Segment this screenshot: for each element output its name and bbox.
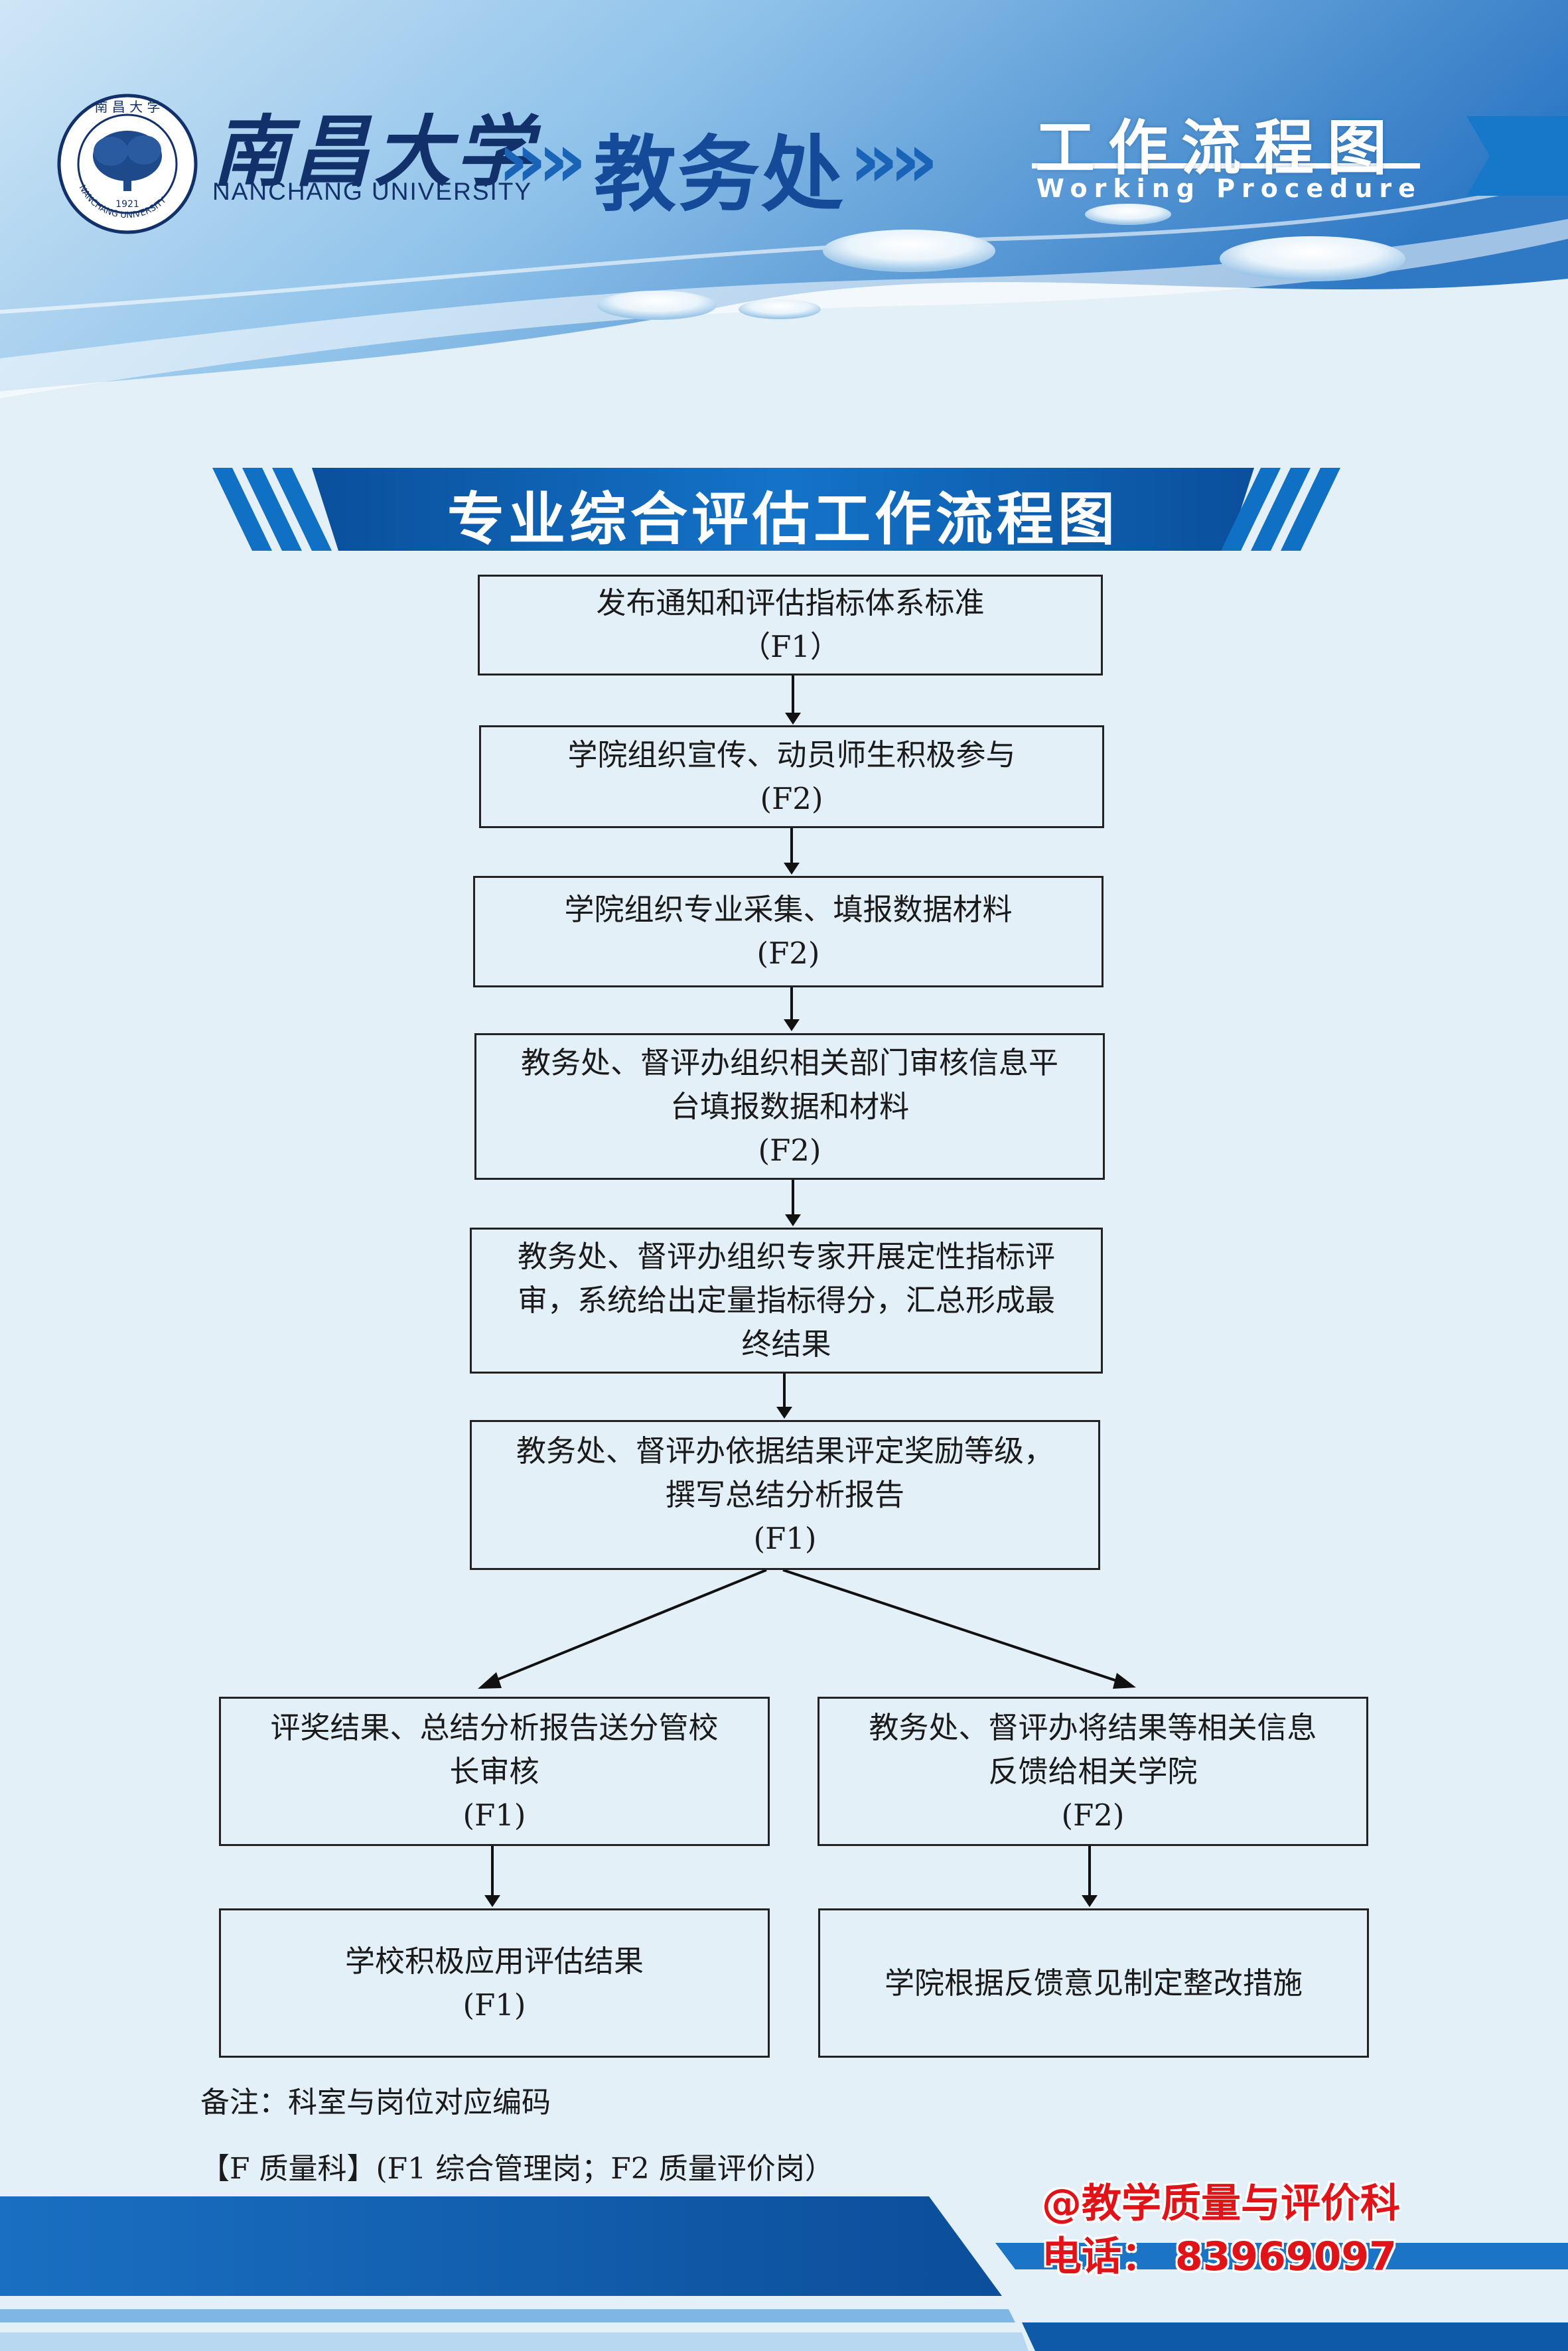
chevron-arrows-icon: »» (498, 116, 587, 205)
flowchart-title: 专业综合评估工作流程图 (447, 486, 1119, 553)
flow-node-submit-president: 评奖结果、总结分析报告送分管校 长审核 (F1) (219, 1697, 770, 1846)
node-code: (F1) (753, 1521, 817, 1556)
node-text: 学院组织专业采集、填报数据材料 (564, 892, 1013, 927)
flow-node-collect-data: 学院组织专业采集、填报数据材料 (F2) (473, 876, 1104, 987)
flow-node-expert-review: 教务处、督评办组织专家开展定性指标评 审，系统给出定量指标得分，汇总形成最 终结… (470, 1228, 1103, 1374)
flow-node-feedback-colleges: 教务处、督评办将结果等相关信息 反馈给相关学院 (F2) (818, 1697, 1368, 1846)
contact-office: @教学质量与评价科 (1042, 2180, 1400, 2227)
node-code: (F2) (1061, 1797, 1125, 1833)
node-code: （F1） (741, 629, 840, 664)
university-name-en: NANCHANG UNIVERSITY (212, 178, 533, 205)
university-seal-logo: 南 昌 大 学 NANCHANG UNIVERSITY 1921 (57, 94, 198, 234)
svg-text:南 昌 大 学: 南 昌 大 学 (94, 99, 160, 115)
page-subtitle-en: Working Procedure (1036, 174, 1422, 203)
node-text: 教务处、督评办依据结果评定奖励等级， 撰写总结分析报告 (516, 1433, 1054, 1512)
flow-node-publish-notice: 发布通知和评估指标体系标准 （F1） (478, 575, 1103, 676)
node-code: (F1) (463, 1797, 526, 1833)
note-line-2: 【F 质量科】(F1 综合管理岗；F2 质量评价岗） (200, 2152, 834, 2186)
node-text: 学院组织宣传、动员师生积极参与 (567, 737, 1016, 772)
node-text: 发布通知和评估指标体系标准 (596, 585, 985, 620)
chevron-arrows-icon: »» (849, 116, 939, 205)
node-text: 学校积极应用评估结果 (344, 1943, 644, 1979)
node-code: (F1) (463, 1987, 526, 2023)
svg-text:1921: 1921 (115, 199, 139, 210)
flow-node-rectification: 学院根据反馈意见制定整改措施 (818, 1908, 1369, 2058)
flow-node-apply-results: 学校积极应用评估结果 (F1) (219, 1908, 770, 2058)
flow-node-review-data: 教务处、督评办组织相关部门审核信息平 台填报数据和材料 (F2) (474, 1033, 1105, 1180)
flow-node-award-report: 教务处、督评办依据结果评定奖励等级， 撰写总结分析报告 (F1) (470, 1420, 1100, 1570)
note-line-1: 备注：科室与岗位对应编码 (200, 2086, 551, 2119)
node-text: 评奖结果、总结分析报告送分管校 长审核 (270, 1709, 719, 1789)
node-text: 学院根据反馈意见制定整改措施 (884, 1965, 1303, 2001)
node-text: 教务处、督评办组织专家开展定性指标评 审，系统给出定量指标得分，汇总形成最 终结… (517, 1239, 1055, 1362)
contact-phone: 电话： 83969097 (1042, 2234, 1397, 2280)
node-code: (F2) (756, 936, 820, 971)
node-text: 教务处、督评办将结果等相关信息 反馈给相关学院 (869, 1709, 1317, 1789)
page-title: 工作流程图 (1035, 113, 1400, 183)
node-code: (F2) (760, 780, 823, 816)
university-name-cn: 南昌大学 (212, 107, 536, 197)
flow-node-mobilize: 学院组织宣传、动员师生积极参与 (F2) (479, 725, 1104, 828)
node-code: (F2) (758, 1132, 821, 1168)
node-text: 教务处、督评办组织相关部门审核信息平 台填报数据和材料 (520, 1044, 1058, 1124)
department-name: 教务处 (594, 127, 845, 223)
